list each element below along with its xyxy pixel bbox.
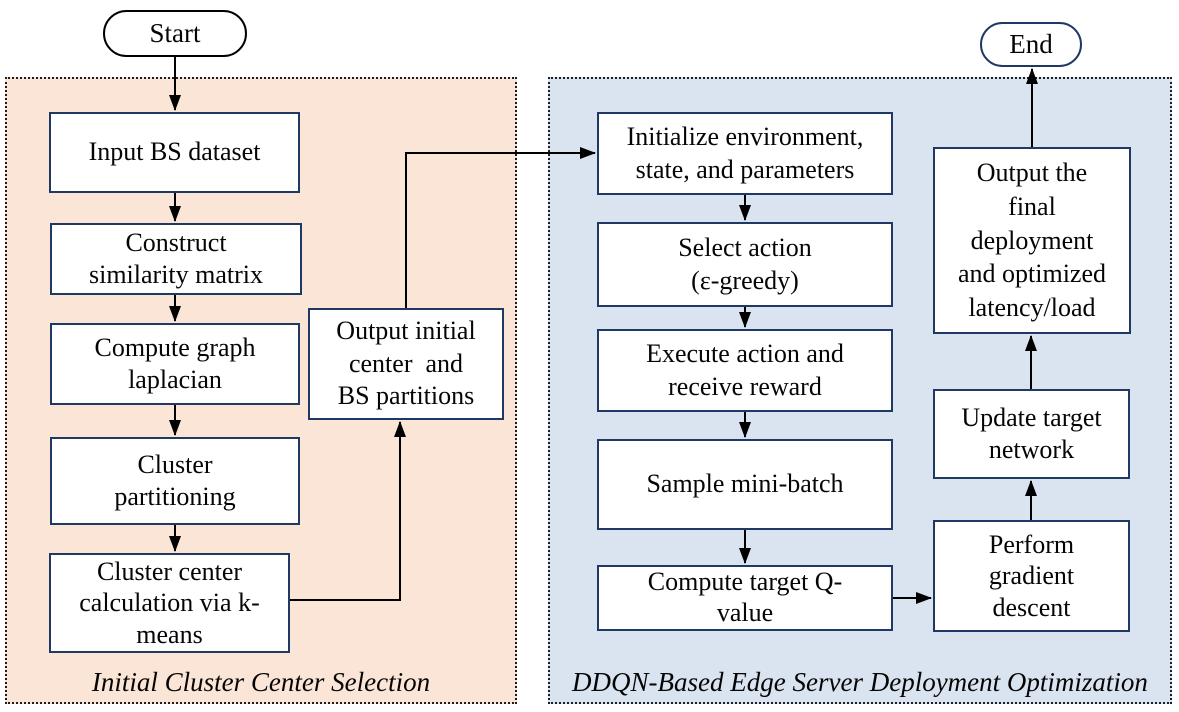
end-terminator: End [980,22,1082,67]
connector-output-initial-to-init-env [405,147,596,308]
node-perform-gradient-descent: Perform gradient descent [933,520,1130,632]
node-sample-mini-batch: Sample mini-batch [597,439,893,530]
panel-right-title: DDQN-Based Edge Server Deployment Optimi… [572,666,1148,697]
node-update-target-network: Update target network [933,389,1130,479]
node-select-action-egreedy: Select action (ε-greedy) [597,222,893,307]
node-compute-graph-laplacian: Compute graph laplacian [50,323,300,405]
node-initialize-environment: Initialize environment, state, and param… [597,112,893,195]
panel-left-title: Initial Cluster Center Selection [91,666,431,697]
start-terminator: Start [103,10,247,57]
node-compute-target-q-value: Compute target Q- value [597,565,893,631]
node-execute-action-receive-reward: Execute action and receive reward [597,329,893,412]
node-output-initial-center: Output initial center and BS partitions [308,308,504,420]
node-cluster-center-kmeans: Cluster center calculation via k- means [49,553,290,653]
connector-kmeans-to-output-initial [290,421,406,601]
node-input-bs-dataset: Input BS dataset [49,112,300,193]
node-construct-similarity-matrix: Construct similarity matrix [50,223,302,295]
node-cluster-partitioning: Cluster partitioning [50,437,300,525]
node-output-final-deployment: Output the final deployment and optimize… [933,147,1131,334]
